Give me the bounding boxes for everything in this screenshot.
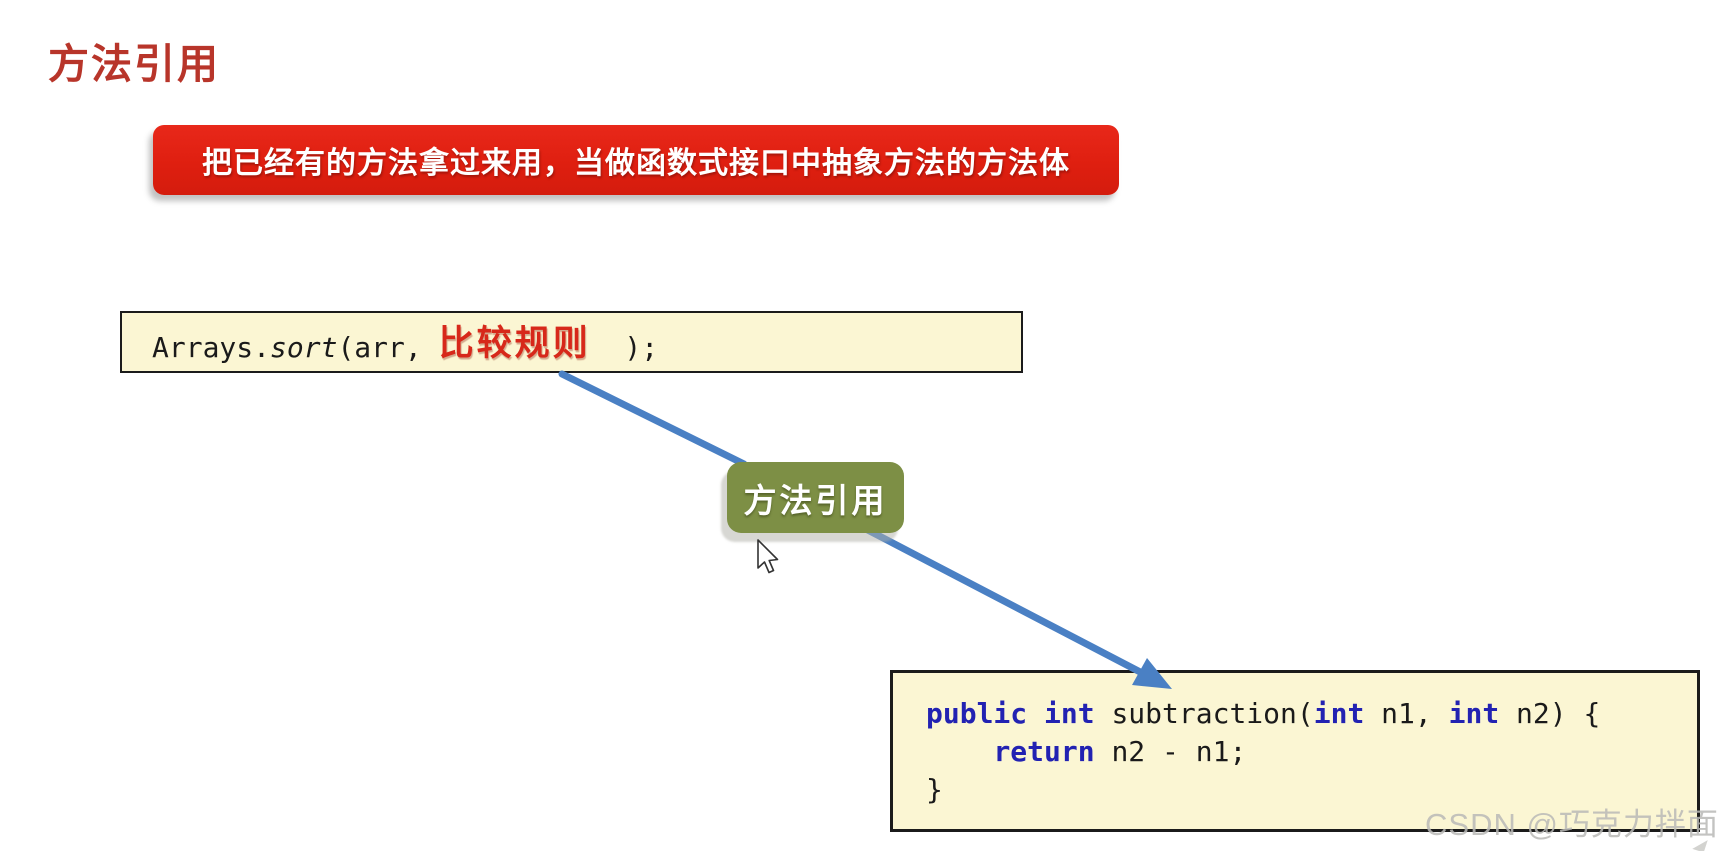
code-args: (arr, xyxy=(337,330,439,364)
definition-banner-text: 把已经有的方法拿过来用，当做函数式接口中抽象方法的方法体 xyxy=(202,147,1070,180)
code-method-name: sort xyxy=(270,330,338,364)
arrow-line-badge-to-method xyxy=(858,523,1148,678)
code-line-closing-brace: } xyxy=(926,773,943,806)
sort-code-line: Arrays.sort(arr, 比较规则 ); xyxy=(152,317,658,368)
method-reference-badge: 方法引用 xyxy=(727,462,904,533)
sort-code-box: Arrays.sort(arr, 比较规则 ); xyxy=(120,311,1023,373)
page-title: 方法引用 xyxy=(48,41,220,87)
cursor-pointer-shape xyxy=(757,539,779,574)
code-text: n2 - n1; xyxy=(1094,735,1247,768)
keyword-int: int xyxy=(1313,697,1365,730)
code-suffix: ); xyxy=(590,330,659,364)
definition-banner: 把已经有的方法拿过来用，当做函数式接口中抽象方法的方法体 xyxy=(153,125,1119,195)
watermark-artifact-mark xyxy=(1692,836,1708,851)
code-prefix: Arrays. xyxy=(152,330,271,364)
code-line-return: return n2 - n1; xyxy=(926,733,1697,771)
code-line-signature: public int subtraction(int n1, int n2) { xyxy=(926,695,1697,733)
code-text: n2) { xyxy=(1499,697,1601,730)
code-indent xyxy=(926,735,993,768)
code-text: subtraction( xyxy=(1094,697,1314,730)
code-space xyxy=(1027,697,1044,730)
keyword-int: int xyxy=(1044,697,1095,730)
keyword-return: return xyxy=(993,735,1095,768)
watermark-text: CSDN @巧克力拌面 xyxy=(1425,807,1719,842)
code-text: n1, xyxy=(1364,697,1449,730)
comparison-rule-highlight: 比较规则 xyxy=(438,323,591,363)
subtraction-code-box: public int subtraction(int n1, int n2) {… xyxy=(890,670,1700,832)
keyword-public: public xyxy=(926,697,1028,730)
arrow-line-sort-to-badge xyxy=(558,370,748,468)
method-reference-badge-label: 方法引用 xyxy=(743,481,888,519)
keyword-int: int xyxy=(1448,697,1500,730)
